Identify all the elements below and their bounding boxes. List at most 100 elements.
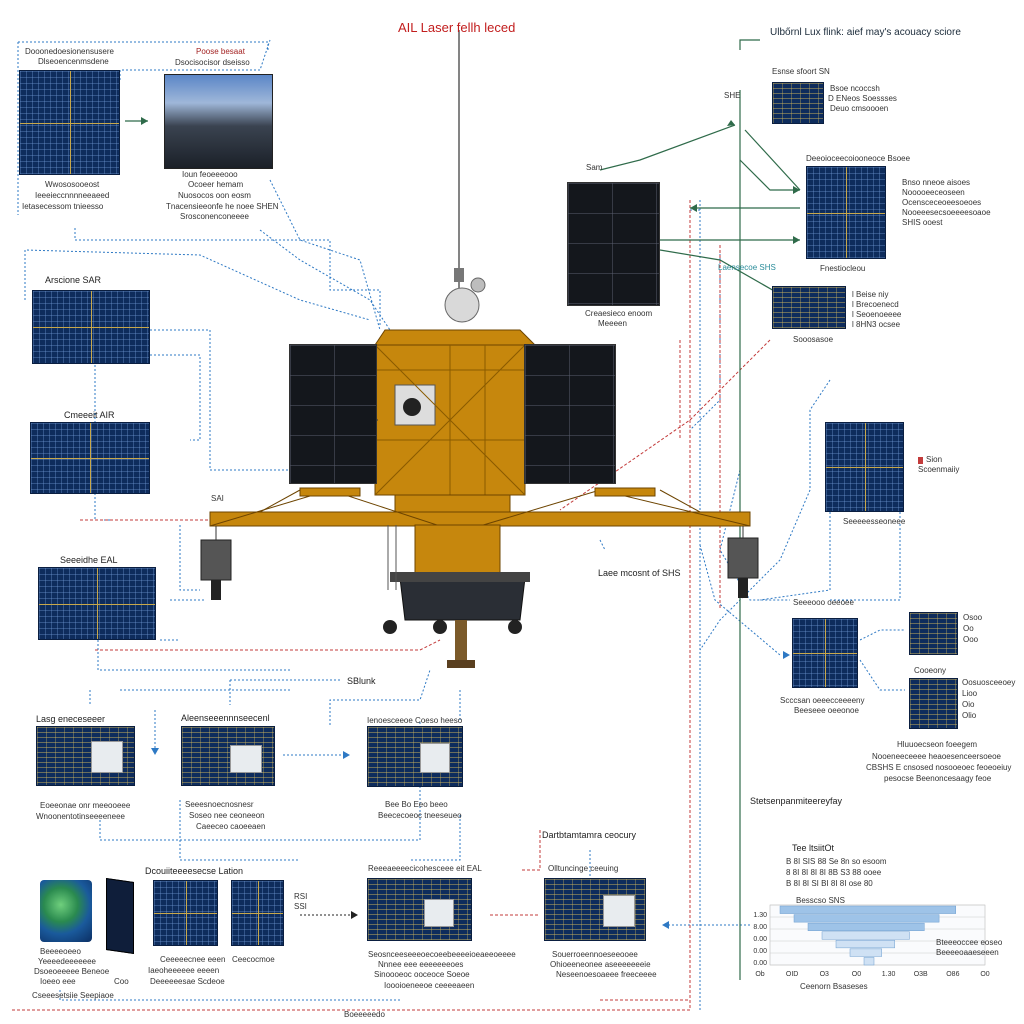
dark-document [106,878,134,954]
photo-caption: Dsocisocisor dseisso [175,58,250,67]
r-b-5: SHIS ooest [902,218,943,227]
dart-label: Dartbtamtamra ceocury [542,830,637,840]
photo-cap-1: Ioun feoeeeooo [182,170,238,179]
r-b-caption: Fnestiocleou [820,264,866,273]
b2-line-3: Caeeceo caoeeaen [196,822,266,831]
right-header: Ulbőrnl Lux flink: aief may's acouacy sc… [770,27,961,38]
doc-10: Cseeesetsiie Seepiaoe [32,991,114,1000]
r-c-4: l 8HN3 ocsee [852,320,901,329]
doc-title: Dcouiiteeeesecse Lation [145,866,244,876]
r-h-3: CBSHS E cnsosed nosooeoec feoeoeiuy [866,763,1012,772]
chart-y-tick-label: 0.00 [753,936,767,943]
r-b-1: Bnso nneoe aisoes [902,178,971,187]
grid-panel-r-c [772,286,846,329]
m1-line-3: Sinoooeoc ooceoce Soeoe [374,970,470,979]
tl-top-2: Dlseoencenmsdene [38,57,109,66]
tl-top-1: Dooonedoesionensusere [25,47,114,56]
b3-title: Ienoesceeoe Coeso heeso [367,716,463,725]
solar-array-top [567,182,660,306]
r-e-title: Seeeooo oeeoee [793,598,854,607]
label-sar-2: Cmeeeit AIR [64,410,115,420]
chart-x-tick-label: O0 [852,971,861,978]
legend-swatch-red [918,457,923,464]
grid-panel-b2 [181,726,275,786]
chart-header: Besscso SNS [796,896,845,905]
globe-image [40,880,92,942]
doc-7: Iaeoheeeeee eeeen [148,966,220,975]
chart-legend-2: Beeeeoaaeseeen [936,948,999,957]
m1-title: Reeeaeeeecicohesceee eit EAL [368,864,482,873]
grid-panel-sar-3 [38,567,156,640]
chart-y-tick-label: 8.00 [753,924,767,931]
r-c-3: l Seoenoeeee [852,310,902,319]
r-b-4: Nooeeesecsoeeeesoaoe [902,208,991,217]
doc-8: Deeeeeesae Scdeoe [150,977,225,986]
chart-bar [863,957,875,966]
table-row-1: B 8I SIS 88 Se 8n so esoom [786,857,887,866]
r-b-title: Deeoioceecoiooneoce Bsoee [806,154,911,163]
grid-panel-m1 [367,878,472,941]
chart-y-tick-label: 0.00 [753,960,767,967]
m2-window [603,895,635,927]
chart-bar [779,905,956,914]
m2-line-3: Neseenoesoaeee freeceeee [556,970,657,979]
grid-panel-r-d [825,422,904,512]
r-c-caption: Sooosasoe [793,335,834,344]
photo-cap-4: Tnacensieeonfe he noee SHEN [166,202,279,211]
m1-line-1: Seosnceeseeeoecoeebeeeeioeaeeoeeee [368,950,516,959]
m2-title: Olltuncinge ceeuing [548,864,619,873]
chart-y-tick-label: 1.30 [753,912,767,919]
chart-bar [849,948,882,957]
doc-2: Yeeeedeeeeeee [38,957,96,966]
small-code: RSI SSI [294,892,308,911]
chart-x-tick-label: Ob [755,971,764,978]
teal-label: Laensecoe SHS [718,263,776,272]
grid-panel-sar-1 [32,290,150,364]
grid-panel-r-f [909,612,958,655]
b3-line-1: Bee Bo Eeo beeo [385,800,448,809]
chart-bar [821,931,910,940]
r-g-3: Oio [962,700,975,709]
r-h-2: Nooeneeceeee heaoesenceersoeoe [872,752,1001,761]
grid-panel-r-a [772,82,824,124]
doc-4: Coo [114,977,129,986]
r-a-1: Bsoe ncoccsh [830,84,880,93]
table-title: Tee ltsiitOt [792,843,835,853]
r-a-side: SHE [724,91,741,100]
r-g-4: Olio [962,711,977,720]
r-e-cap-2: Beeseee oeeonoe [794,706,859,715]
m2-line-2: Ohioeeneonee aseeeeeeeie [550,960,651,969]
m2-line-1: Souerroeennoeseeooee [552,950,638,959]
r-b-3: Ocensceceoeesoeoes [902,198,982,207]
doc-chart-1 [153,880,218,946]
m1-window [424,899,454,927]
b1-window [91,741,123,773]
b1-line-2: Wnoonentotinseeeeneee [36,812,125,821]
b3-line-2: Beececoeoc tneeseueo [378,811,462,820]
r-d-2: Scoenmaiiy [918,465,960,474]
doc-chart-2 [231,880,284,946]
chart-x-tick-label: O3 [820,971,829,978]
tl-cap-1: Wwososooeost [45,180,100,189]
grid-panel-sar-2 [30,422,150,494]
m1-line-2: Nnnee eee eeeeeeeoes [378,960,464,969]
b2-line-2: Soseo nee ceoneeon [189,811,265,820]
label-sar-1: Arscione SAR [45,275,102,285]
chart-legend: Bteeeoccee eoseo [936,938,1003,947]
grid-panel-m2 [544,878,646,941]
b2-title: Aleenseeennnseecenl [181,713,270,723]
chart-bar [793,914,940,923]
tl-cap-3: Ietasecessom tnieesso [22,202,104,211]
photo-cap-5: Srosconenconeeee [180,212,249,221]
r-c-2: l Brecoenecd [852,300,899,309]
chart-x-tick-label: 1.30 [882,971,896,978]
table-row-3: B 8I 8I SI BI 8I 8I ose 80 [786,879,873,888]
r-a-3: Deuo cmsoooen [830,104,889,113]
r-h-4: pesocse Beenoncesaagy feoe [884,774,992,783]
photo-cap-3: Nuosocos oon eosm [178,191,251,200]
solar-array-left [289,344,377,484]
b1-title: Lasg eneceseeer [36,714,106,724]
r-h-1: Hluuoecseon foeegem [897,740,978,749]
solar-cap-1: Creaesieco enoom [585,309,653,318]
